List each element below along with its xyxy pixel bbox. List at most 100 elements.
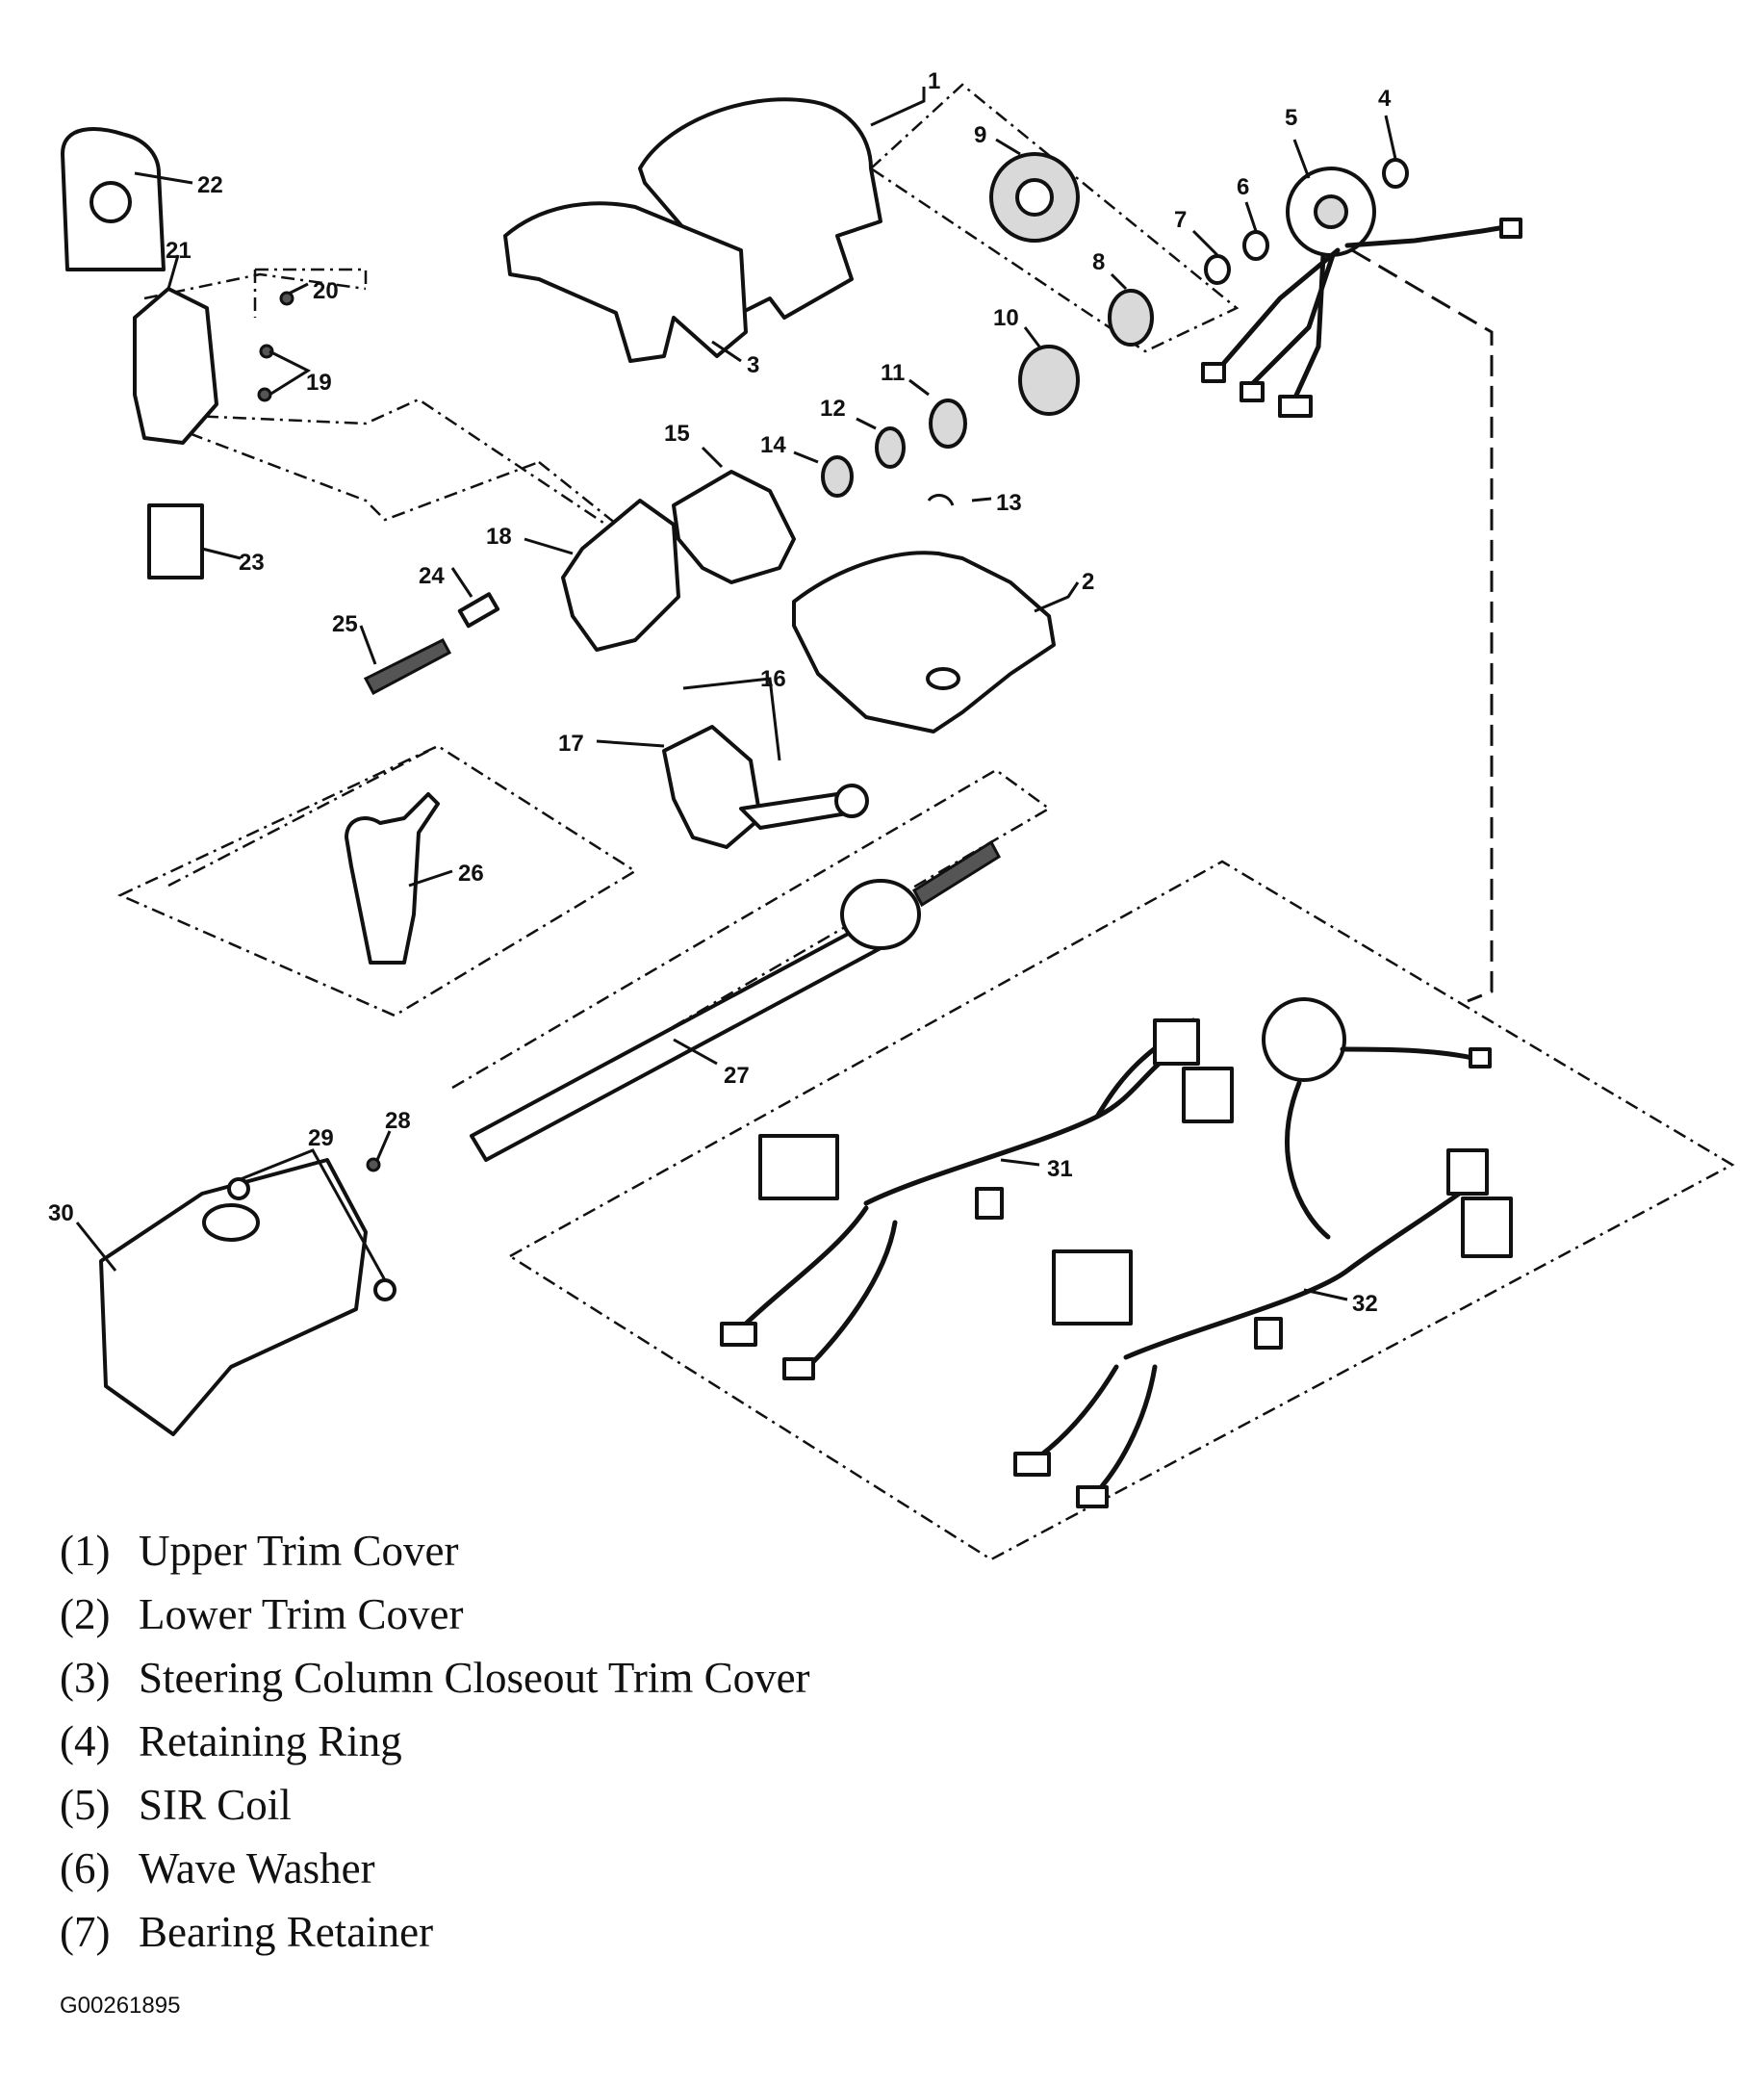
bearing-11 bbox=[929, 399, 967, 449]
retainer-7 bbox=[1204, 254, 1231, 285]
callout-10: 10 bbox=[993, 305, 1019, 331]
module-23 bbox=[147, 503, 204, 579]
legend-item: (6) Wave Washer bbox=[60, 1837, 810, 1900]
legend-label: Retaining Ring bbox=[139, 1717, 402, 1765]
callout-28: 28 bbox=[385, 1108, 411, 1134]
sir-coil-wire-d bbox=[1291, 252, 1326, 402]
callout-16: 16 bbox=[760, 666, 786, 692]
callout-8: 8 bbox=[1092, 249, 1105, 275]
wiring-group-outline bbox=[507, 860, 1735, 1561]
ring-4 bbox=[1382, 158, 1409, 189]
callout-31: 31 bbox=[1047, 1156, 1073, 1182]
lower-cover-hole bbox=[926, 667, 960, 690]
shaft-spline bbox=[912, 839, 1001, 908]
sir-coil-wire-b bbox=[1214, 247, 1341, 373]
legend-label: Steering Column Closeout Trim Cover bbox=[139, 1654, 810, 1702]
legend-item: (3) Steering Column Closeout Trim Cover bbox=[60, 1646, 810, 1710]
callout-19: 19 bbox=[306, 370, 332, 396]
coil-connector-c bbox=[1240, 381, 1265, 402]
legend-number: (3) bbox=[60, 1654, 111, 1702]
harness-32-connector-a bbox=[1052, 1249, 1133, 1326]
exploded-view-diagram: 1 2 3 4 5 6 7 8 9 10 11 12 13 14 15 16 1… bbox=[48, 68, 1735, 1561]
harness-32-coil-lead bbox=[1285, 1080, 1331, 1240]
callout-1: 1 bbox=[928, 68, 940, 94]
callout-14: 14 bbox=[760, 432, 786, 458]
callout-9: 9 bbox=[974, 122, 986, 148]
harness-31-connector-a bbox=[758, 1134, 839, 1200]
coil-connector-a bbox=[1499, 218, 1522, 239]
clip-13 bbox=[927, 494, 955, 506]
housing-30-bore bbox=[202, 1203, 260, 1242]
harness-32-connector-b bbox=[1446, 1148, 1489, 1196]
screw-28 bbox=[366, 1157, 381, 1172]
bearing-group-outline bbox=[868, 83, 1240, 353]
harness-31-connector-c bbox=[1182, 1067, 1234, 1123]
bearing-14 bbox=[821, 455, 854, 498]
ring-12 bbox=[875, 426, 906, 469]
screw-20 bbox=[279, 291, 294, 306]
legend-number: (1) bbox=[60, 1527, 111, 1575]
parts-legend: (1)Upper Trim Cover (2)Lower Trim Cover … bbox=[60, 1519, 810, 1964]
pin-24 bbox=[457, 592, 500, 629]
harness-31-connector-b bbox=[1153, 1018, 1200, 1066]
callout-29: 29 bbox=[308, 1125, 334, 1151]
switch-17 bbox=[662, 725, 762, 849]
legend-label: Bearing Retainer bbox=[139, 1908, 434, 1956]
sir-coil-wire-a bbox=[1344, 223, 1514, 248]
callout-11: 11 bbox=[881, 360, 905, 386]
harness-32-branch-a bbox=[1027, 1364, 1119, 1466]
switch-link-outline bbox=[163, 422, 636, 540]
bracket-outline bbox=[253, 268, 368, 318]
harness-31-connector-e bbox=[782, 1357, 815, 1380]
callout-20: 20 bbox=[313, 278, 339, 304]
switch-17-knob bbox=[834, 784, 869, 818]
callout-4: 4 bbox=[1378, 86, 1392, 112]
leader-lines bbox=[75, 87, 1397, 1301]
lower-trim-cover bbox=[792, 551, 1056, 734]
figure-id: G00261895 bbox=[60, 1993, 181, 2019]
closeout-trim-cover bbox=[503, 201, 748, 363]
bushing-29-b bbox=[373, 1278, 396, 1301]
legend-number: (4) bbox=[60, 1717, 111, 1765]
legend-item: (1)Upper Trim Cover bbox=[60, 1519, 810, 1583]
callout-7: 7 bbox=[1174, 207, 1187, 233]
callout-3: 3 bbox=[747, 352, 759, 378]
harness-32-clip bbox=[1254, 1317, 1283, 1350]
callout-30: 30 bbox=[48, 1200, 74, 1226]
callout-13: 13 bbox=[996, 490, 1022, 516]
callout-6: 6 bbox=[1237, 174, 1249, 200]
legend-number: (7) bbox=[60, 1908, 111, 1956]
legend-number: (6) bbox=[60, 1844, 111, 1892]
column-group-outline bbox=[167, 744, 1052, 1123]
callout-32: 32 bbox=[1352, 1291, 1378, 1317]
callout-18: 18 bbox=[486, 524, 512, 550]
callout-2: 2 bbox=[1082, 569, 1094, 595]
legend-item: (2)Lower Trim Cover bbox=[60, 1583, 810, 1646]
harness-32-coil-wire bbox=[1340, 1046, 1480, 1062]
legend-number: (2) bbox=[60, 1590, 111, 1638]
callout-17: 17 bbox=[558, 731, 584, 757]
shift-lever-group-outline bbox=[116, 744, 638, 1017]
harness-32-connector-e bbox=[1076, 1485, 1109, 1508]
callout-5: 5 bbox=[1285, 105, 1297, 131]
lever-26 bbox=[345, 792, 440, 965]
key-plate-22-hole bbox=[89, 181, 132, 223]
screw-19-b bbox=[257, 387, 272, 402]
housing-18 bbox=[561, 499, 680, 652]
callout-21: 21 bbox=[166, 238, 192, 264]
housing-30 bbox=[99, 1158, 368, 1436]
lock-21 bbox=[133, 287, 218, 445]
callout-12: 12 bbox=[820, 396, 846, 422]
bearing-8 bbox=[1108, 289, 1154, 347]
callout-27: 27 bbox=[724, 1063, 750, 1089]
shaft-bushing bbox=[840, 879, 921, 950]
legend-item: (7) Bearing Retainer bbox=[60, 1900, 810, 1964]
harness-32-coil bbox=[1262, 997, 1346, 1082]
legend-label: Wave Washer bbox=[139, 1844, 375, 1892]
callout-25: 25 bbox=[332, 611, 358, 637]
upper-trim-cover bbox=[638, 97, 882, 329]
coil-connector-b bbox=[1201, 362, 1226, 383]
legend-item: (4) Retaining Ring bbox=[60, 1710, 810, 1773]
bushing-29-a bbox=[227, 1177, 250, 1200]
harness-31-clip bbox=[975, 1187, 1004, 1220]
